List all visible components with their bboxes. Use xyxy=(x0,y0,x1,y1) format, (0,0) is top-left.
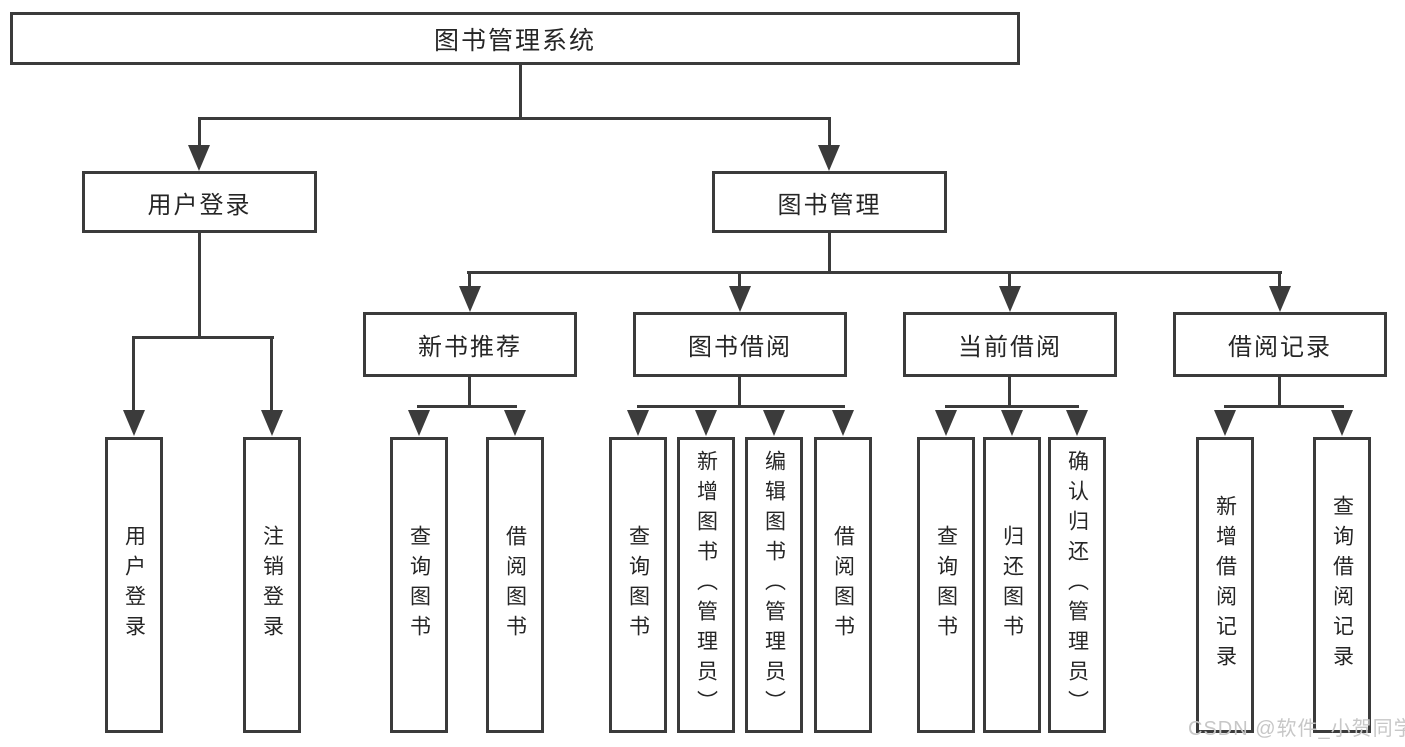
connector-line xyxy=(738,274,741,286)
connector-line xyxy=(945,405,1079,408)
arrow-down-icon xyxy=(729,286,751,312)
leaf-confirm-return-admin: 确认归还（管理员） xyxy=(1048,437,1106,733)
connector-line xyxy=(467,271,1282,274)
leaf-query-books: 查询图书 xyxy=(609,437,667,733)
arrow-down-icon xyxy=(763,410,785,436)
arrow-down-icon xyxy=(1331,410,1353,436)
connector-line xyxy=(1278,377,1281,405)
arrow-down-icon xyxy=(504,410,526,436)
node-current-borrow: 当前借阅 xyxy=(903,312,1117,377)
arrow-down-icon xyxy=(1214,410,1236,436)
connector-line xyxy=(519,65,522,117)
leaf-query-books: 查询图书 xyxy=(917,437,975,733)
arrow-down-icon xyxy=(627,410,649,436)
node-book-borrow: 图书借阅 xyxy=(633,312,847,377)
leaf-query-borrow-record: 查询借阅记录 xyxy=(1313,437,1371,733)
leaf-add-books-admin: 新增图书（管理员） xyxy=(677,437,735,733)
connector-line xyxy=(637,405,845,408)
connector-line xyxy=(198,117,831,120)
connector-line xyxy=(270,339,273,410)
connector-line xyxy=(1224,405,1344,408)
connector-line xyxy=(198,233,201,336)
leaf-borrow-books: 借阅图书 xyxy=(486,437,544,733)
arrow-down-icon xyxy=(695,410,717,436)
node-borrow-records: 借阅记录 xyxy=(1173,312,1387,377)
arrow-down-icon xyxy=(1001,410,1023,436)
connector-line xyxy=(1008,274,1011,286)
connector-line xyxy=(132,336,274,339)
node-book-management: 图书管理 xyxy=(712,171,947,233)
watermark-text: CSDN @软件_小贺同学 xyxy=(1188,718,1405,740)
connector-line xyxy=(198,120,201,146)
node-new-book-recommend: 新书推荐 xyxy=(363,312,577,377)
leaf-edit-books-admin: 编辑图书（管理员） xyxy=(745,437,803,733)
arrow-down-icon xyxy=(188,145,210,171)
arrow-down-icon xyxy=(999,286,1021,312)
arrow-down-icon xyxy=(1269,286,1291,312)
connector-line xyxy=(738,377,741,405)
connector-line xyxy=(1008,377,1011,405)
arrow-down-icon xyxy=(459,286,481,312)
arrow-down-icon xyxy=(1066,410,1088,436)
arrow-down-icon xyxy=(935,410,957,436)
connector-line xyxy=(132,339,135,410)
connector-line xyxy=(828,233,831,271)
connector-line xyxy=(417,405,517,408)
leaf-add-borrow-record: 新增借阅记录 xyxy=(1196,437,1254,733)
leaf-return-books: 归还图书 xyxy=(983,437,1041,733)
arrow-down-icon xyxy=(123,410,145,436)
connector-line xyxy=(468,377,471,405)
arrow-down-icon xyxy=(408,410,430,436)
arrow-down-icon xyxy=(832,410,854,436)
connector-line xyxy=(468,274,471,286)
leaf-borrow-books: 借阅图书 xyxy=(814,437,872,733)
node-user-login: 用户登录 xyxy=(82,171,317,233)
arrow-down-icon xyxy=(818,145,840,171)
leaf-query-books: 查询图书 xyxy=(390,437,448,733)
leaf-logout: 注销登录 xyxy=(243,437,301,733)
connector-line xyxy=(828,120,831,146)
node-library-system: 图书管理系统 xyxy=(10,12,1020,65)
leaf-user-login: 用户登录 xyxy=(105,437,163,733)
arrow-down-icon xyxy=(261,410,283,436)
connector-line xyxy=(1278,274,1281,286)
